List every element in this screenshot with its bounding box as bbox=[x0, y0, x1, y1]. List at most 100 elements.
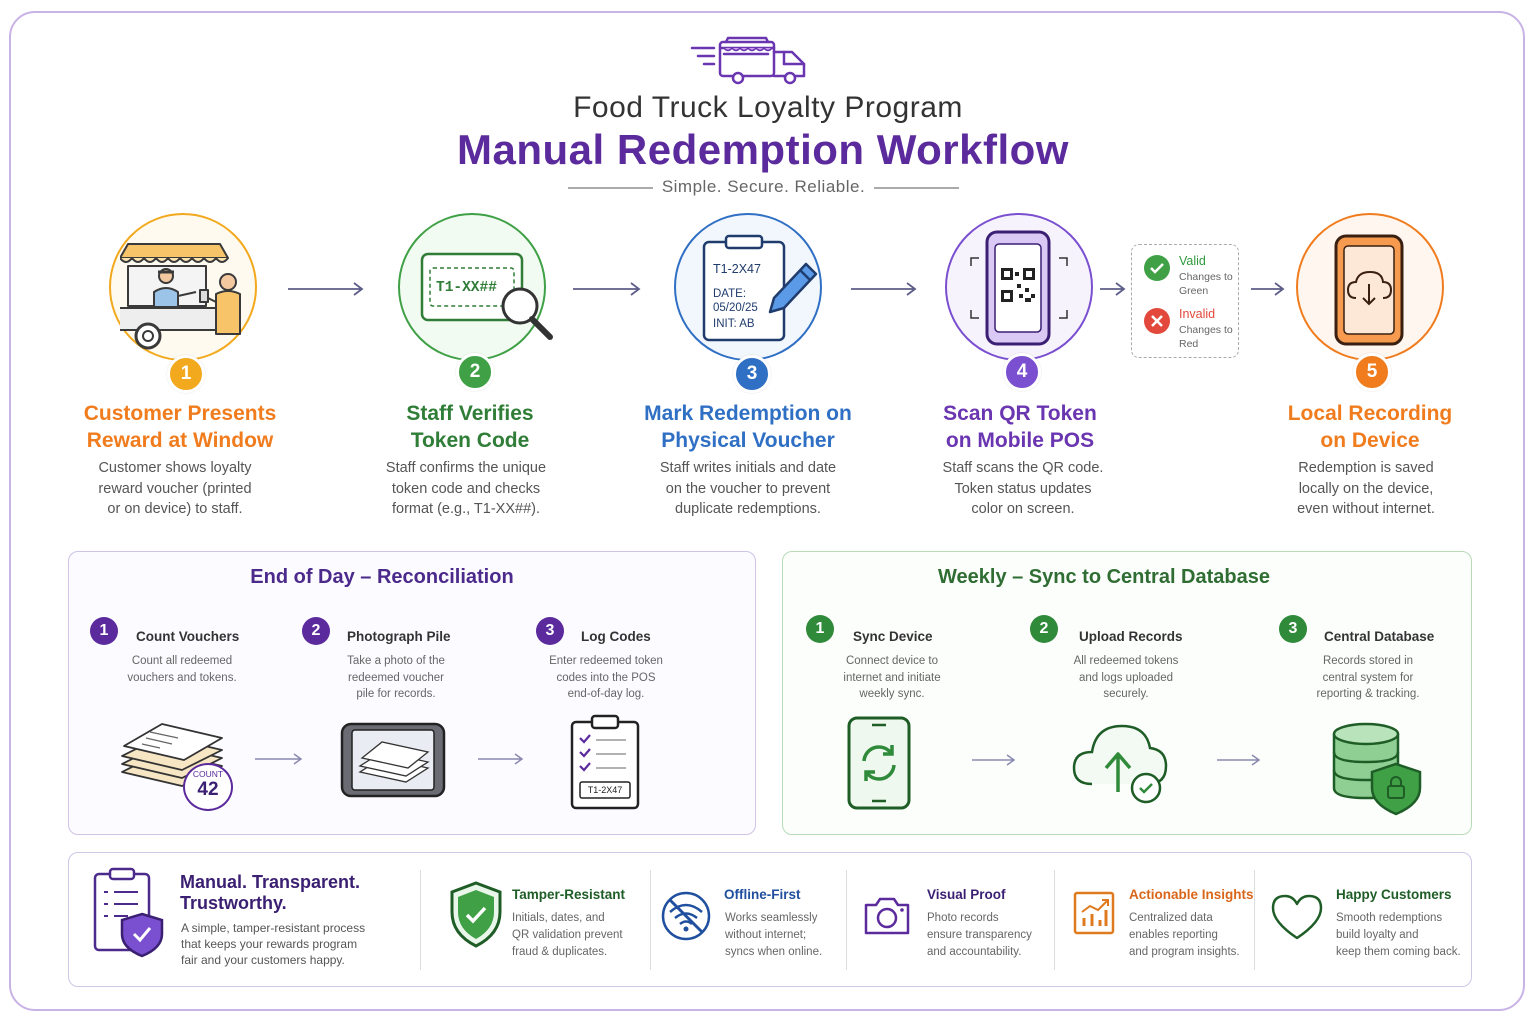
log-code: T1-2X47 bbox=[587, 785, 623, 795]
arrow-2-3 bbox=[573, 282, 641, 296]
valid-label: Valid bbox=[1179, 254, 1206, 268]
step-3-badge: 3 bbox=[733, 355, 771, 393]
feature-1-title: Tamper-Resistant bbox=[512, 887, 626, 902]
invalid-label: Invalid bbox=[1179, 307, 1216, 321]
camera-icon bbox=[864, 897, 910, 935]
step-5-badge: 5 bbox=[1353, 353, 1391, 391]
arrow-3-4 bbox=[851, 282, 917, 296]
sync-1-title: Sync Device bbox=[853, 629, 933, 644]
cloud-upload-icon bbox=[1072, 724, 1168, 804]
step-4-desc: Staff scans the QR code.Token status upd… bbox=[942, 460, 1104, 517]
sync-arrow-2 bbox=[1217, 754, 1261, 766]
service-window-icon bbox=[120, 243, 241, 350]
recon-2-title: Photograph Pile bbox=[347, 629, 451, 644]
arrow-4-status bbox=[1100, 282, 1126, 296]
arrow-status-5 bbox=[1251, 282, 1285, 296]
invalid-x-icon bbox=[1144, 308, 1170, 334]
valid-check-icon bbox=[1144, 255, 1170, 281]
voucher-date-label: DATE: bbox=[713, 288, 747, 300]
token-code-icon bbox=[420, 252, 553, 340]
tagline-rule-left bbox=[568, 187, 653, 189]
status-box bbox=[1131, 244, 1239, 358]
footer-divider-1 bbox=[420, 870, 421, 970]
footer-divider-4 bbox=[1054, 870, 1055, 970]
phone-qr-icon bbox=[970, 230, 1068, 346]
footer-divider-3 bbox=[846, 870, 847, 970]
page-frame bbox=[9, 11, 1525, 1011]
chart-icon bbox=[1073, 891, 1115, 935]
sync-3-badge: 3 bbox=[1279, 615, 1307, 643]
recon-1-title: Count Vouchers bbox=[136, 629, 240, 644]
sync-arrow-1 bbox=[972, 754, 1016, 766]
page-subtitle: Food Truck Loyalty Program bbox=[573, 91, 963, 124]
phone-sync-icon bbox=[847, 716, 911, 810]
food-truck-icon bbox=[690, 36, 806, 85]
arrow-1-2 bbox=[288, 282, 364, 296]
footer-main-title: Manual. Transparent.Trustworthy. bbox=[180, 872, 361, 913]
step-4-badge: 4 bbox=[1003, 353, 1041, 391]
tagline: Simple. Secure. Reliable. bbox=[661, 177, 866, 196]
feature-5-title: Happy Customers bbox=[1336, 887, 1452, 902]
recon-3-badge: 3 bbox=[536, 617, 564, 645]
footer-divider-5 bbox=[1254, 870, 1255, 970]
voucher-date: 05/20/25 bbox=[713, 302, 758, 314]
recon-2-badge: 2 bbox=[302, 617, 330, 645]
count-value: 42 bbox=[197, 779, 219, 800]
checklist-log-icon bbox=[570, 714, 640, 810]
clipboard-shield-icon bbox=[93, 867, 164, 958]
feature-4-title: Actionable Insights bbox=[1129, 887, 1254, 902]
step-1-badge: 1 bbox=[167, 355, 205, 393]
token-code-text: T1-XX## bbox=[436, 280, 497, 296]
voucher-code: T1-2X47 bbox=[713, 262, 761, 276]
shield-check-icon bbox=[450, 881, 502, 948]
database-shield-icon bbox=[1332, 722, 1422, 816]
sync-1-badge: 1 bbox=[806, 615, 834, 643]
footer-divider-2 bbox=[650, 870, 651, 970]
sync-2-title: Upload Records bbox=[1079, 629, 1183, 644]
step-2-badge: 2 bbox=[456, 353, 494, 391]
wifi-off-icon bbox=[661, 891, 711, 941]
reconciliation-title: End of Day – Reconciliation bbox=[250, 566, 514, 588]
voucher-initials: INIT: AB bbox=[713, 318, 755, 330]
tagline-rule-right bbox=[874, 187, 959, 189]
recon-arrow-2 bbox=[478, 753, 524, 765]
sync-2-badge: 2 bbox=[1030, 615, 1058, 643]
heart-icon bbox=[1271, 894, 1323, 940]
tablet-photo-icon bbox=[340, 722, 446, 798]
recon-1-badge: 1 bbox=[90, 617, 118, 645]
sync-title: Weekly – Sync to Central Database bbox=[938, 566, 1270, 588]
feature-3-title: Visual Proof bbox=[927, 887, 1006, 902]
sync-3-title: Central Database bbox=[1324, 629, 1435, 644]
clipboard-voucher-icon bbox=[702, 234, 818, 342]
feature-2-title: Offline-First bbox=[724, 887, 801, 902]
count-badge bbox=[183, 763, 233, 811]
footer-panel bbox=[68, 852, 1472, 987]
recon-arrow-1 bbox=[255, 753, 303, 765]
phone-cloud-download-icon bbox=[1334, 234, 1404, 346]
count-label: COUNT bbox=[192, 769, 224, 779]
page-title: Manual Redemption Workflow bbox=[457, 126, 1069, 173]
